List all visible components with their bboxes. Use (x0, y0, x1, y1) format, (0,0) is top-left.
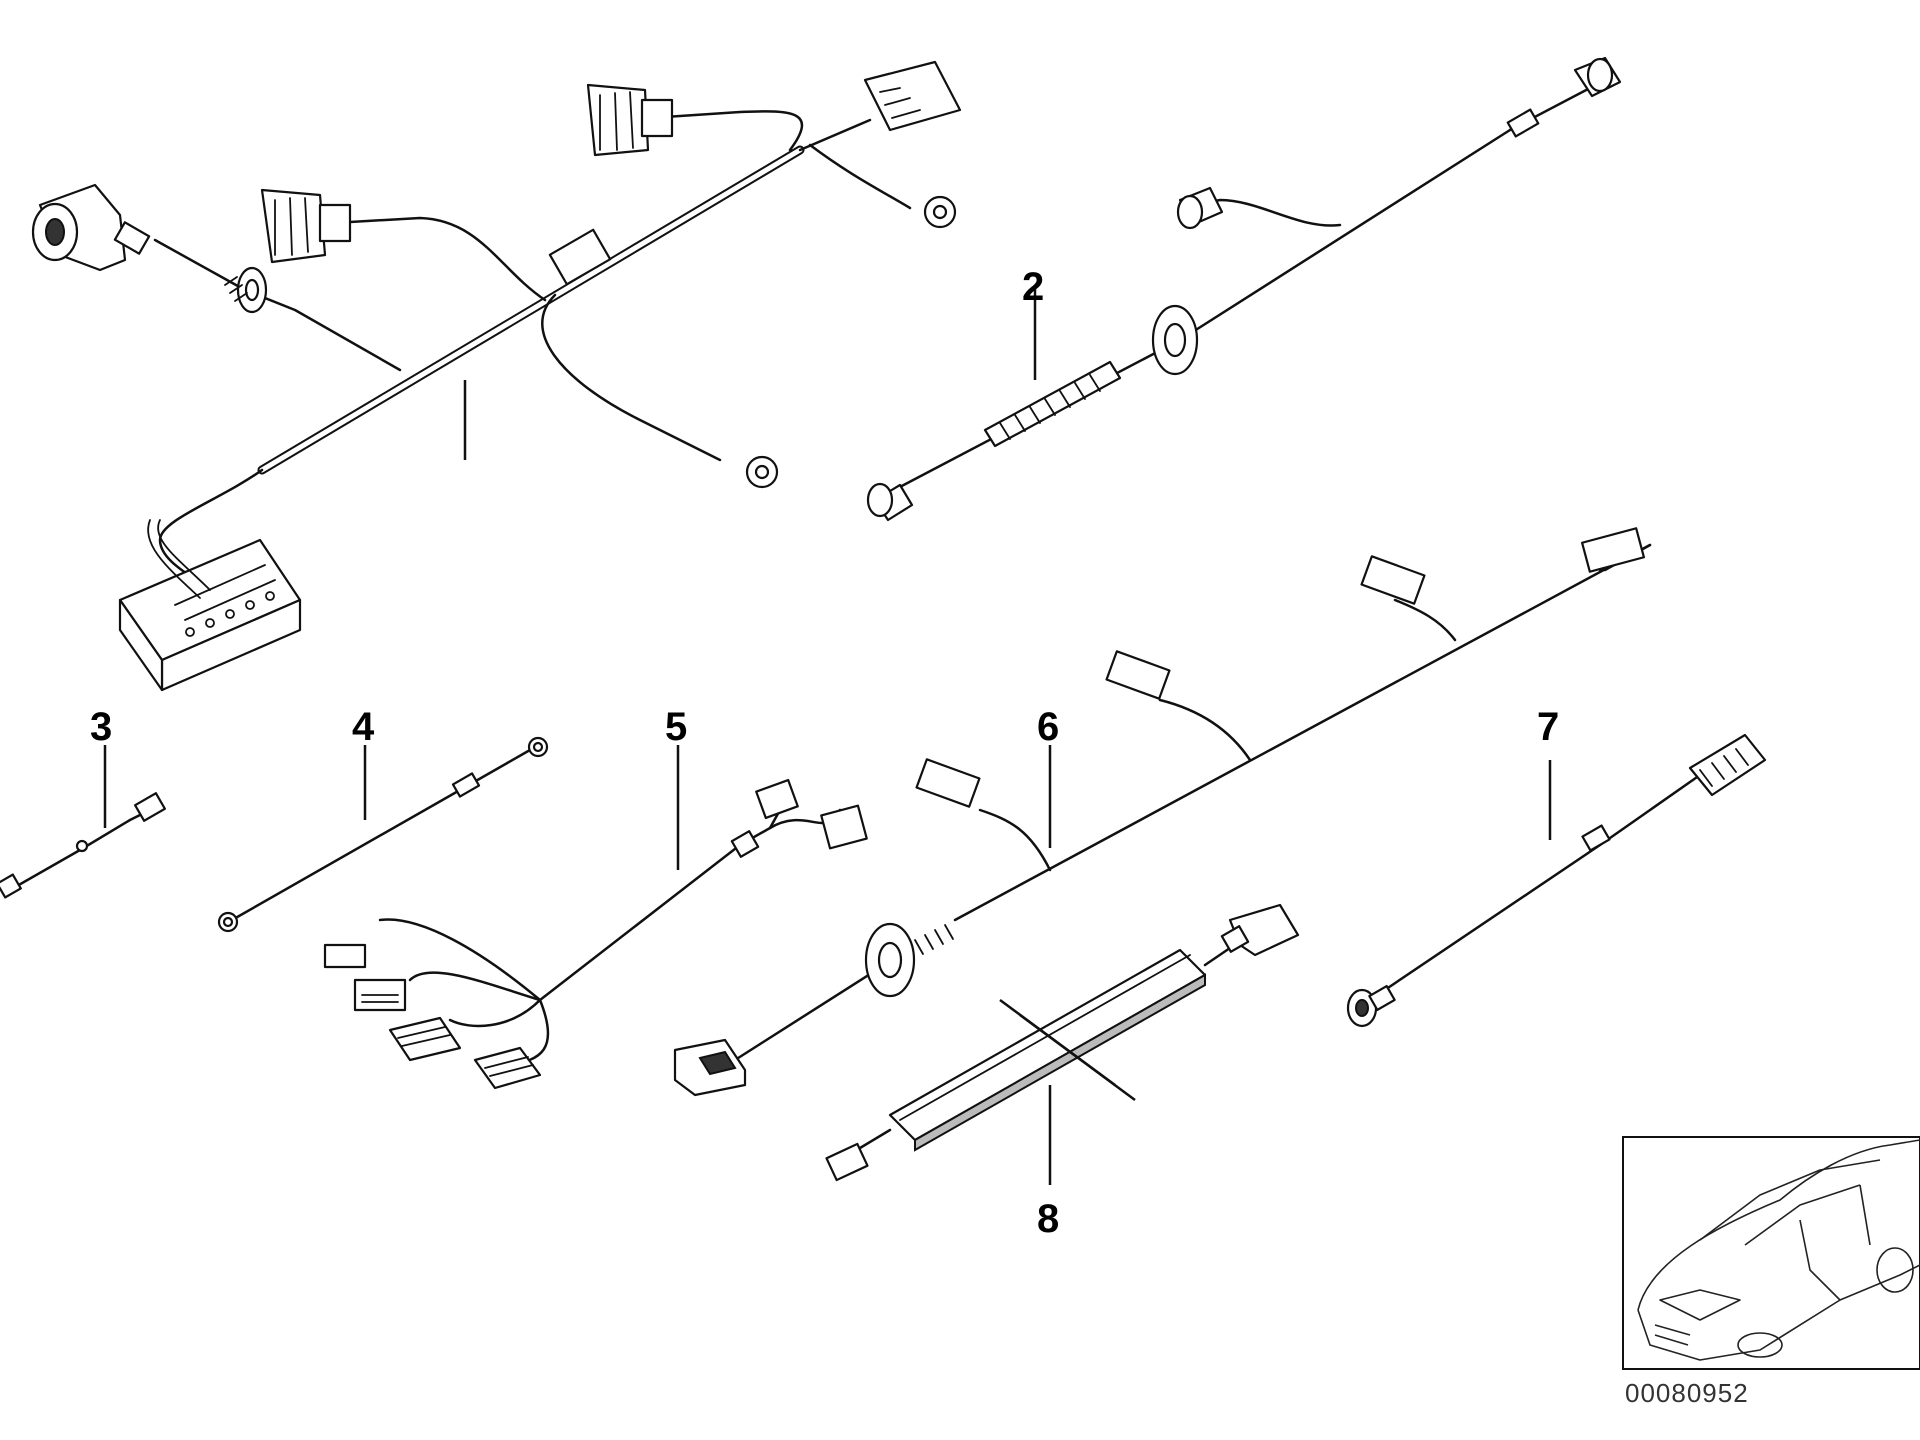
main-harness (31, 60, 962, 692)
callout-3: 3 (90, 705, 112, 749)
reference-number: 00080952 (1625, 1378, 1749, 1408)
callout-5: 5 (665, 705, 687, 749)
cable-3: 3 (0, 705, 166, 899)
cable-8: 8 (825, 903, 1300, 1241)
cable-4: 4 (217, 705, 549, 933)
sensor-cable-2: 2 (866, 56, 1622, 522)
callout-2: 2 (1022, 265, 1044, 309)
harness-5: 5 (323, 705, 868, 1090)
callout-4: 4 (352, 705, 375, 749)
car-locator-inset (1622, 1136, 1920, 1370)
sensor-7: 7 (1346, 705, 1767, 1028)
callout-7: 7 (1537, 705, 1559, 749)
callout-8: 8 (1037, 1197, 1059, 1241)
callout-6: 6 (1037, 705, 1059, 749)
harness-6: 6 (673, 527, 1652, 1097)
